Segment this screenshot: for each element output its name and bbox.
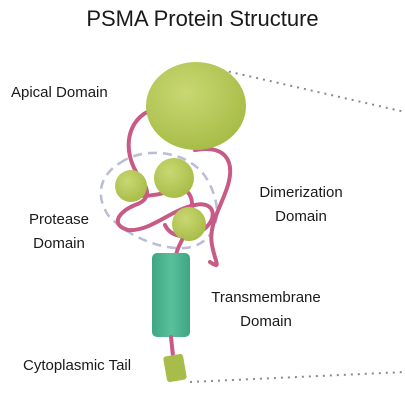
apical-domain-shape [146,62,246,150]
label-transmembrane-line1: Transmembrane [211,289,321,306]
diagram-title: PSMA Protein Structure [86,6,319,31]
protease-globule-top [154,158,194,198]
label-transmembrane-domain: Transmembrane Domain [196,286,336,334]
label-protease-line1: Protease [28,211,90,228]
label-dimerization-line2: Domain [275,208,327,225]
protease-globule-left [115,170,147,202]
label-protease-line2: Domain [33,235,85,252]
polypeptide-chain-right [193,147,233,268]
label-dimerization-domain: Dimerization Domain [248,181,354,229]
label-dimerization-line1: Dimerization [259,184,343,201]
zoom-line-bottom [189,371,405,383]
label-transmembrane-line2: Domain [240,313,292,330]
polypeptide-chain-tail-link [169,335,175,358]
transmembrane-domain-shape [152,253,190,337]
zoom-line-top [221,69,405,113]
cytoplasmic-tail-shape [163,353,187,383]
protease-domain-outline [99,151,219,250]
label-protease-domain: Protease Domain [14,208,104,256]
label-cytoplasmic-tail: Cytoplasmic Tail [23,357,132,374]
polypeptide-chain-left [115,108,154,232]
protease-globule-bottom [172,207,206,241]
label-apical-domain: Apical Domain [11,84,108,101]
